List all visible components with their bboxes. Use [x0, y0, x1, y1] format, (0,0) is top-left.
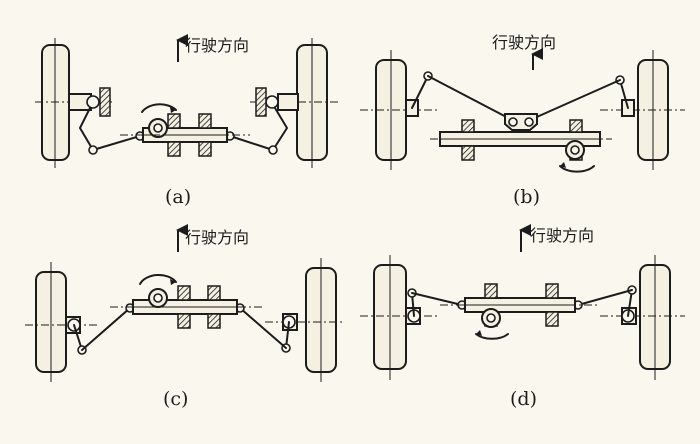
panel-label-c: (c)	[163, 388, 189, 410]
kingpin-left-a	[86, 95, 100, 109]
kingpin-right-a	[265, 95, 279, 109]
panel-label-d: (d)	[510, 388, 537, 410]
panel-c	[25, 258, 345, 382]
panel-d	[360, 255, 685, 380]
direction-label-d: 行驶方向	[530, 226, 595, 245]
panel-a	[35, 38, 338, 168]
panel-label-b: (b)	[513, 186, 540, 208]
direction-label-a: 行驶方向	[185, 36, 250, 55]
direction-label-c: 行驶方向	[185, 228, 250, 247]
direction-label-b: 行驶方向	[492, 33, 557, 52]
panel-label-a: (a)	[165, 186, 192, 208]
panel-b	[360, 50, 685, 173]
